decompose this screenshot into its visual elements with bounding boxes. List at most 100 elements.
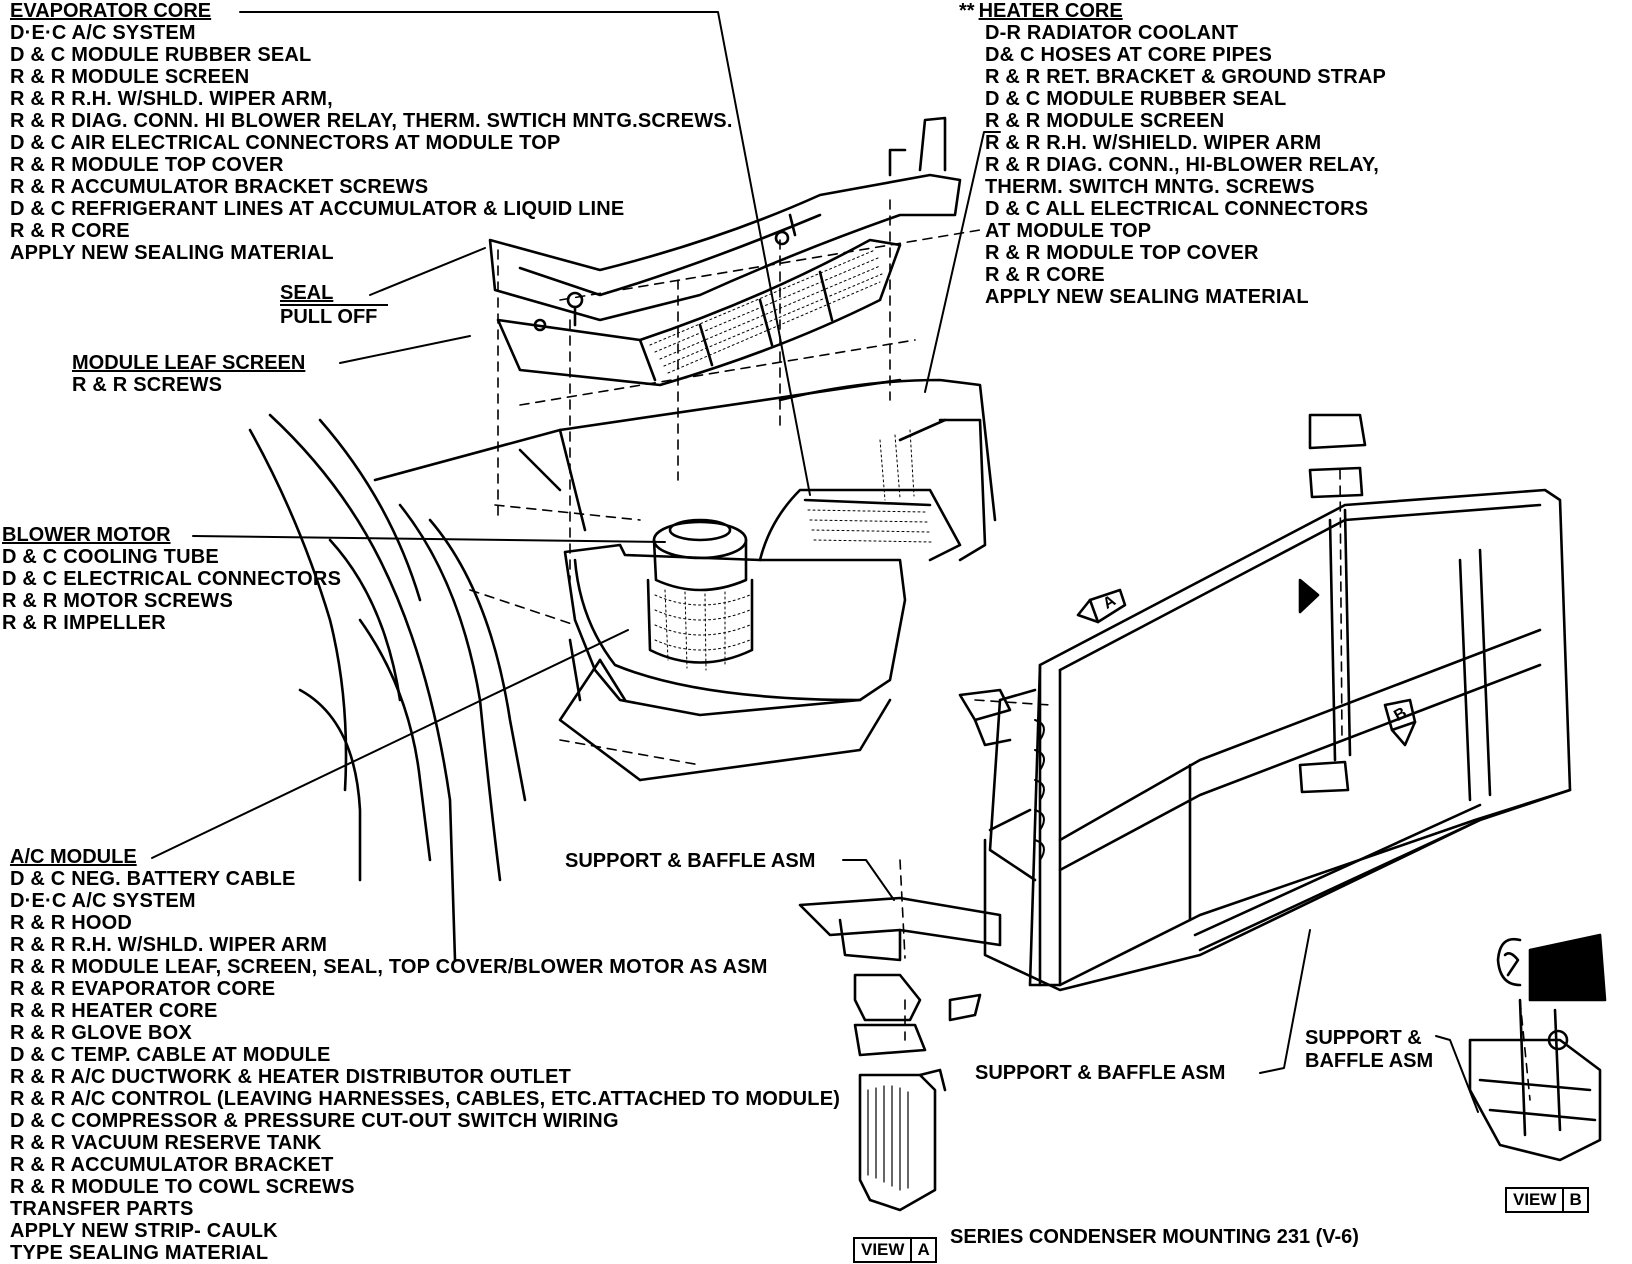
heater-step: APPLY NEW SEALING MATERIAL [985,286,1309,308]
top-cover-screws [533,213,797,332]
heater-step: R & R R.H. W/SHIELD. WIPER ARM [985,132,1322,154]
arrow-marker-b [1383,698,1417,747]
evaporator-step: APPLY NEW SEALING MATERIAL [10,242,334,264]
support-baffle-label-center: SUPPORT & BAFFLE ASM [975,1062,1226,1084]
view-a-word: VIEW [855,1239,913,1261]
evaporator-step: D·E·C A/C SYSTEM [10,22,196,44]
heater-core-title: HEATER CORE [978,0,1123,22]
heater-core-prefix: ** [959,0,975,22]
heater-step: AT MODULE TOP [985,220,1152,242]
heater-step: R & R RET. BRACKET & GROUND STRAP [985,66,1387,88]
support-baffle-label-upper: SUPPORT & BAFFLE ASM [565,850,816,872]
evaporator-step: R & R CORE [10,220,130,242]
view-b-badge: VIEW B [1505,1187,1589,1213]
leaf-screen-step: R & R SCREWS [72,374,223,396]
ac-module-step: R & R EVAPORATOR CORE [10,978,276,1000]
module-leaf-screen-block: MODULE LEAF SCREEN R & R SCREWS [72,352,305,396]
condenser-assembly [988,488,1572,987]
evaporator-step: R & R MODULE TOP COVER [10,154,284,176]
blower-step: R & R IMPELLER [2,612,166,634]
seal-title: SEAL [280,282,334,304]
module-leaf-screen-steps: R & R SCREWS [72,374,305,396]
blower-motor-block: BLOWER MOTOR D & C COOLING TUBE D & C EL… [2,524,341,634]
ac-module-steps: D & C NEG. BATTERY CABLE D·E·C A/C SYSTE… [10,868,840,1264]
heater-step: R & R CORE [985,264,1105,286]
blower-step: R & R MOTOR SCREWS [2,590,234,612]
evaporator-step: R & R ACCUMULATOR BRACKET SCREWS [10,176,429,198]
heater-step: D& C HOSES AT CORE PIPES [985,44,1273,66]
cowl-panel [373,378,997,782]
heater-step: D & C MODULE RUBBER SEAL [985,88,1287,110]
ac-module-step: R & R A/C DUCTWORK & HEATER DISTRIBUTOR … [10,1066,572,1088]
blower-motor [646,518,754,664]
view-a-badge: VIEW A [853,1237,937,1263]
evaporator-core-block: EVAPORATOR CORE D·E·C A/C SYSTEM D & C M… [10,0,733,264]
support-baffle-label-right-1: SUPPORT & [1305,1027,1422,1049]
blower-motor-steps: D & C COOLING TUBE D & C ELECTRICAL CONN… [2,546,341,634]
leaf-screen-mesh [649,249,883,374]
module-top-cover [488,116,962,322]
ac-module-step: D & C COMPRESSOR & PRESSURE CUT-OUT SWIT… [10,1110,619,1132]
view-b-word: VIEW [1507,1189,1565,1211]
evaporator-core-steps: D·E·C A/C SYSTEM D & C MODULE RUBBER SEA… [10,22,733,264]
module-leaf-screen-title: MODULE LEAF SCREEN [72,352,306,374]
heater-step: R & R MODULE SCREEN [985,110,1225,132]
heater-core-heading: **HEATER CORE [959,0,1386,22]
view-a-fins [867,1085,909,1191]
ac-module-step: R & R R.H. W/SHLD. WIPER ARM [10,934,328,956]
evaporator-core-title: EVAPORATOR CORE [10,0,212,22]
evaporator-step: R & R DIAG. CONN. HI BLOWER RELAY, THERM… [10,110,733,132]
ac-module-housing [563,418,987,717]
evaporator-step: D & C AIR ELECTRICAL CONNECTORS AT MODUL… [10,132,561,154]
ac-module-step: D·E·C A/C SYSTEM [10,890,196,912]
ac-module-step: R & R VACUUM RESERVE TANK [10,1132,322,1154]
baffle-wedge [798,896,1002,962]
evaporator-step: R & R R.H. W/SHLD. WIPER ARM, [10,88,333,110]
blower-step: D & C ELECTRICAL CONNECTORS [2,568,342,590]
blower-motor-title: BLOWER MOTOR [2,524,171,546]
ac-module-step: TYPE SEALING MATERIAL [10,1242,269,1264]
evaporator-step: D & C MODULE RUBBER SEAL [10,44,312,66]
seal-instruction: PULL OFF [280,304,388,328]
ac-module-step: R & R A/C CONTROL (LEAVING HARNESSES, CA… [10,1088,841,1110]
view-a-letter: A [917,1240,930,1259]
heater-core-block: **HEATER CORE D-R RADIATOR COOLANT D& C … [959,0,1386,308]
ac-module-step: APPLY NEW STRIP- CAULK [10,1220,278,1242]
arrow-marker-a [1076,588,1127,624]
lower-support-rail [983,788,1572,992]
evaporator-step: D & C REFRIGERANT LINES AT ACCUMULATOR &… [10,198,625,220]
heater-core-steps: D-R RADIATOR COOLANT D& C HOSES AT CORE … [985,22,1386,308]
ac-module-step: TRANSFER PARTS [10,1198,194,1220]
evaporator-step: R & R MODULE SCREEN [10,66,250,88]
ac-module-step: R & R ACCUMULATOR BRACKET [10,1154,334,1176]
series-condenser-caption: SERIES CONDENSER MOUNTING 231 (V-6) [950,1226,1359,1248]
ac-module-step: D & C TEMP. CABLE AT MODULE [10,1044,331,1066]
ac-module-block: A/C MODULE D & C NEG. BATTERY CABLE D·E·… [10,846,840,1264]
heater-step: THERM. SWITCH MNTG. SCREWS [985,176,1315,198]
ac-module-step: R & R MODULE LEAF, SCREEN, SEAL, TOP COV… [10,956,768,978]
view-a-assembly [853,973,982,1212]
ac-module-step: D & C NEG. BATTERY CABLE [10,868,296,890]
fender-body [248,413,527,962]
seal-pull-off-label: SEAL PULL OFF [280,282,388,328]
heater-step: D-R RADIATOR COOLANT [985,22,1239,44]
ac-module-step: R & R MODULE TO COWL SCREWS [10,1176,355,1198]
ac-module-step: R & R HEATER CORE [10,1000,218,1022]
heater-step: R & R MODULE TOP COVER [985,242,1259,264]
view-b-assembly [1468,933,1607,1162]
condenser-fittings [958,413,1367,794]
ac-module-title: A/C MODULE [10,846,137,868]
right-pointer-triangle [1298,578,1320,614]
heater-core-mesh [807,429,933,543]
ac-module-step: R & R HOOD [10,912,132,934]
blower-step: D & C COOLING TUBE [2,546,219,568]
ac-module-step: R & R GLOVE BOX [10,1022,192,1044]
heater-step: D & C ALL ELECTRICAL CONNECTORS [985,198,1369,220]
view-b-letter: B [1569,1190,1582,1209]
heater-step: R & R DIAG. CONN., HI-BLOWER RELAY, [985,154,1380,176]
condenser-tubes [1034,719,1045,861]
leader-lines [151,11,1479,1113]
blower-impeller-mesh [654,589,751,671]
